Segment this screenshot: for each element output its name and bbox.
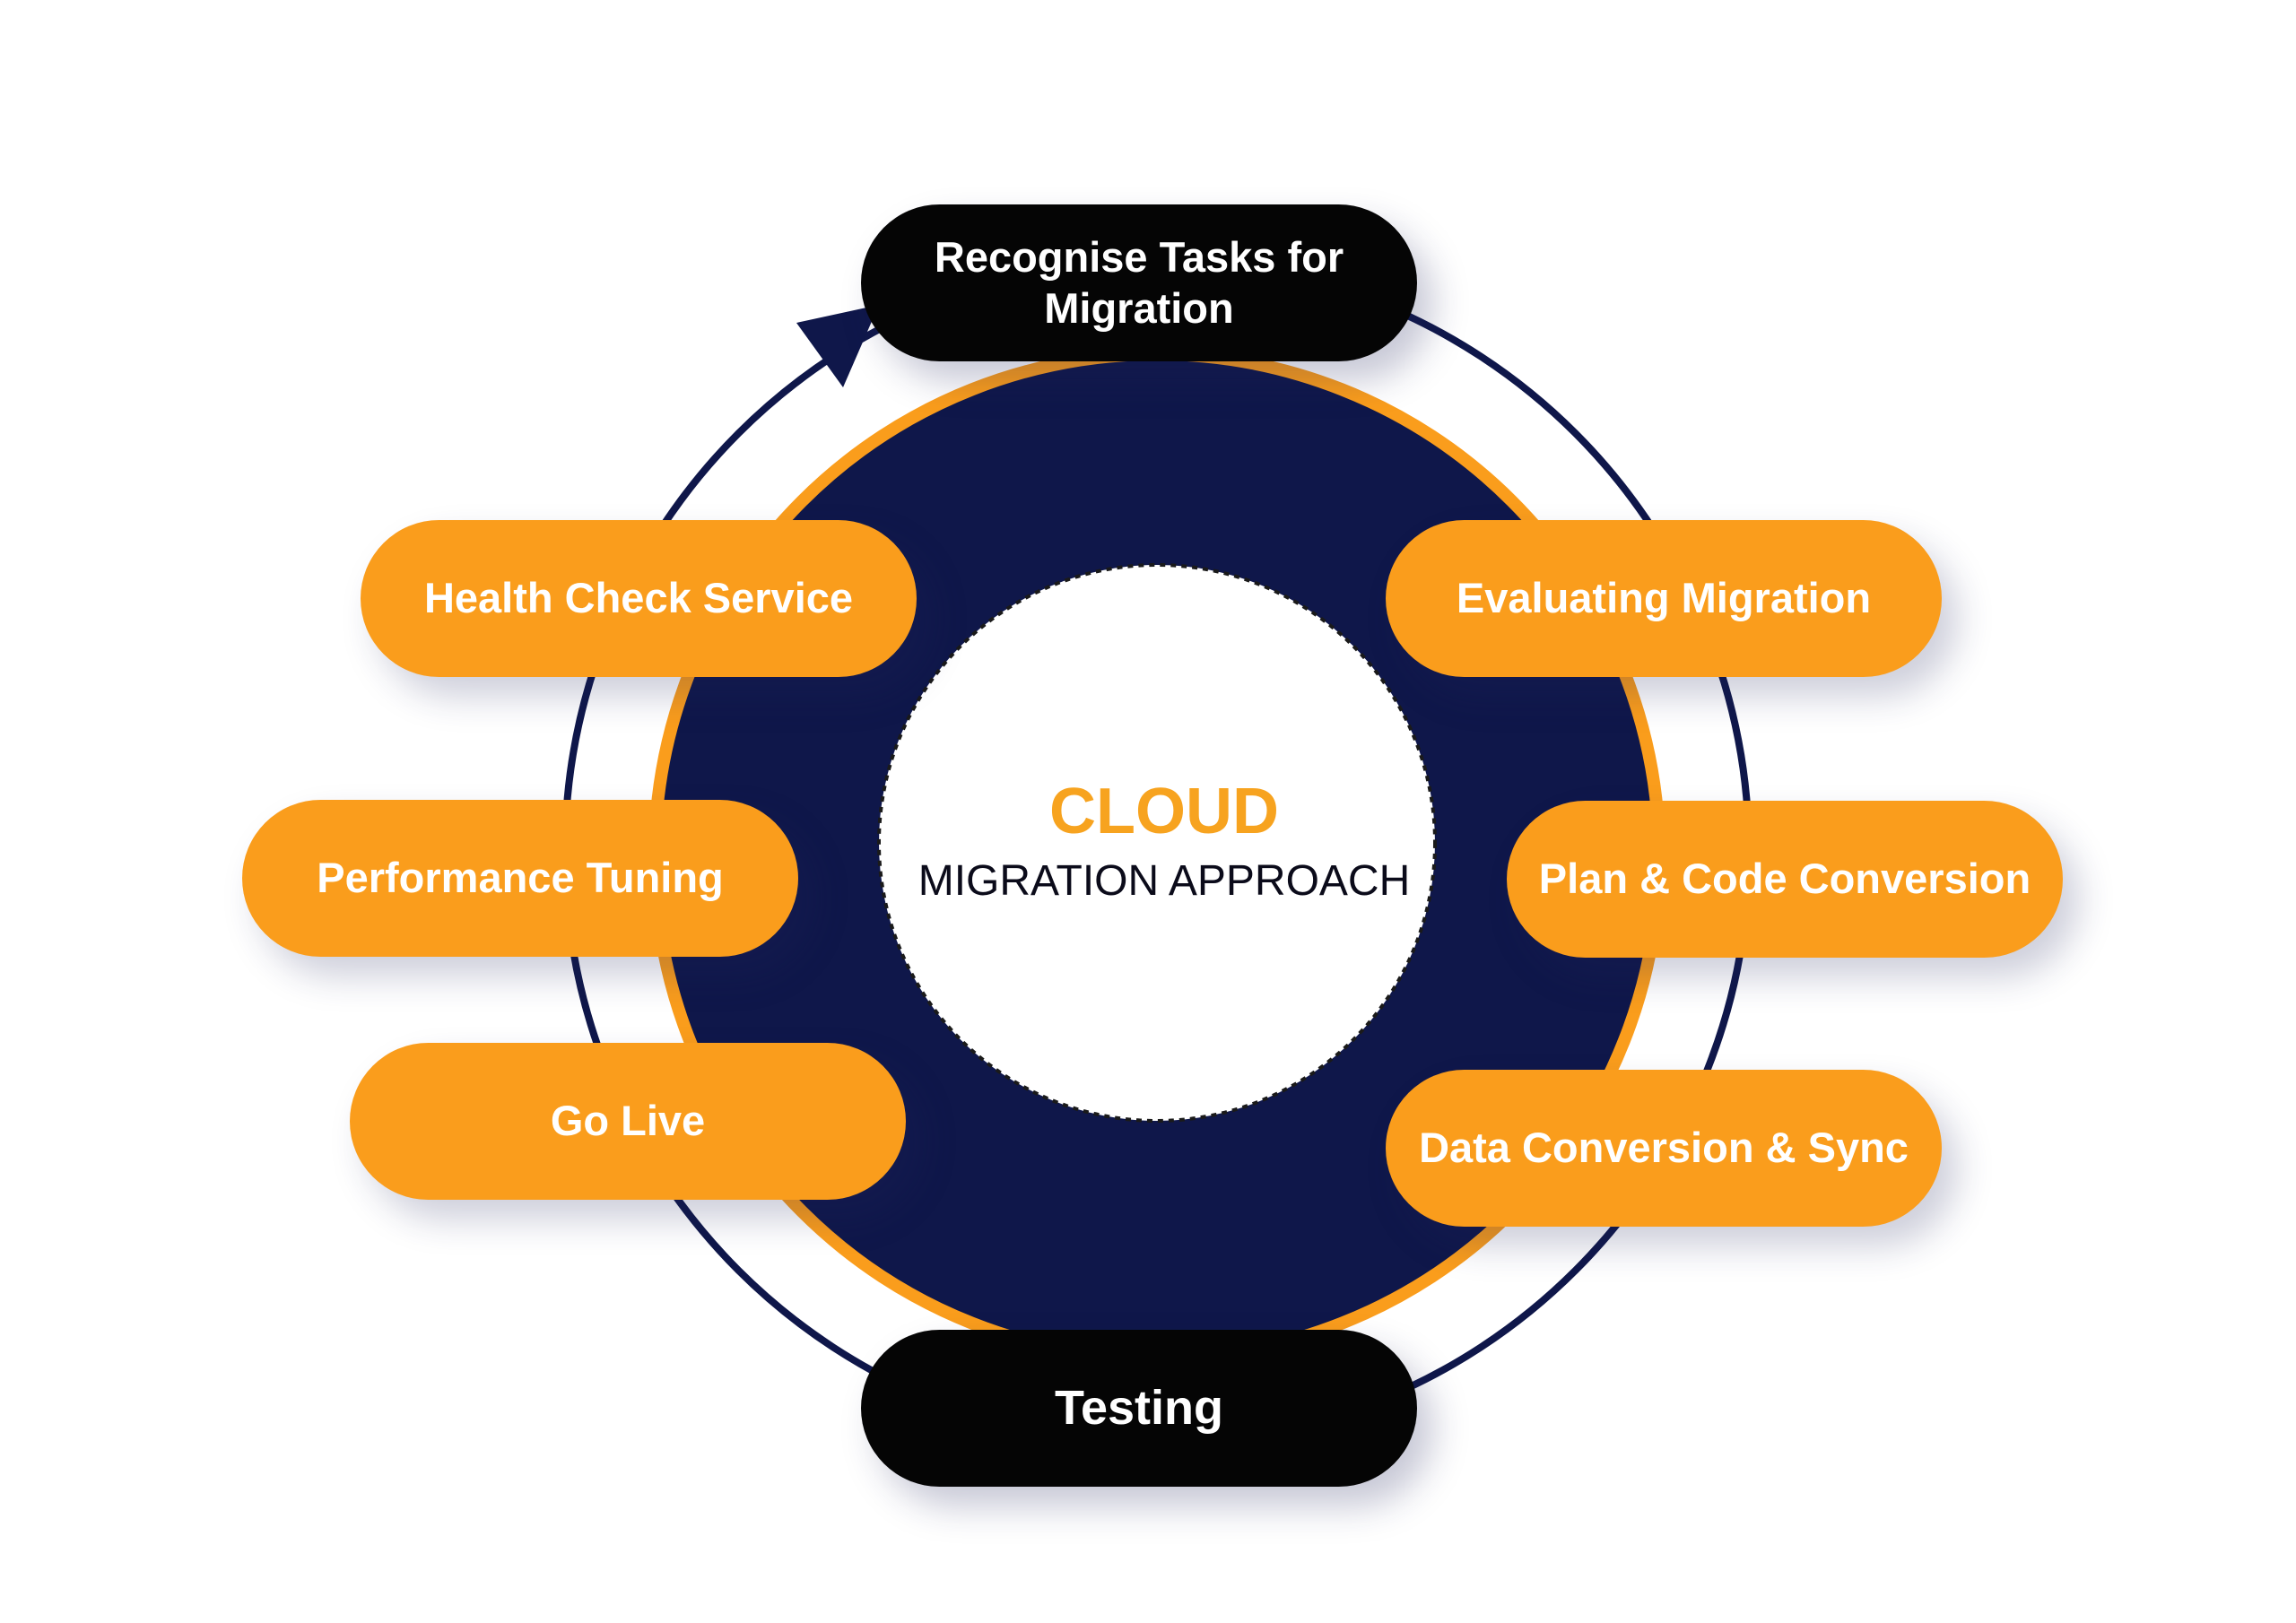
step-go-live: Go Live (350, 1043, 906, 1200)
step-label: Data Conversion & Sync (1419, 1124, 1909, 1172)
step-label: Performance Tuning (317, 854, 724, 902)
step-label: Testing (1055, 1381, 1223, 1436)
center-circle (877, 563, 1437, 1123)
step-label: Health Check Service (423, 574, 854, 622)
arrowhead-icon (796, 305, 879, 387)
center-label: CLOUD MIGRATION APPROACH (886, 565, 1442, 1121)
step-label: Evaluating Migration (1456, 574, 1872, 622)
center-subtitle: MIGRATION APPROACH (918, 857, 1411, 905)
step-label: Recognise Tasks for Migration (934, 233, 1344, 332)
step-performance-tuning: Performance Tuning (242, 800, 798, 957)
step-evaluating-migration: Evaluating Migration (1386, 520, 1942, 677)
step-label: Plan & Code Conversion (1538, 855, 2031, 903)
step-health-check-service: Health Check Service (361, 520, 917, 677)
step-recognise-tasks: Recognise Tasks for Migration (861, 204, 1417, 361)
step-data-conversion-sync: Data Conversion & Sync (1386, 1070, 1942, 1227)
step-plan-code-conversion: Plan & Code Conversion (1507, 801, 2063, 958)
center-title: CLOUD (1049, 776, 1279, 848)
step-testing: Testing (861, 1330, 1417, 1487)
step-label: Go Live (550, 1097, 706, 1145)
